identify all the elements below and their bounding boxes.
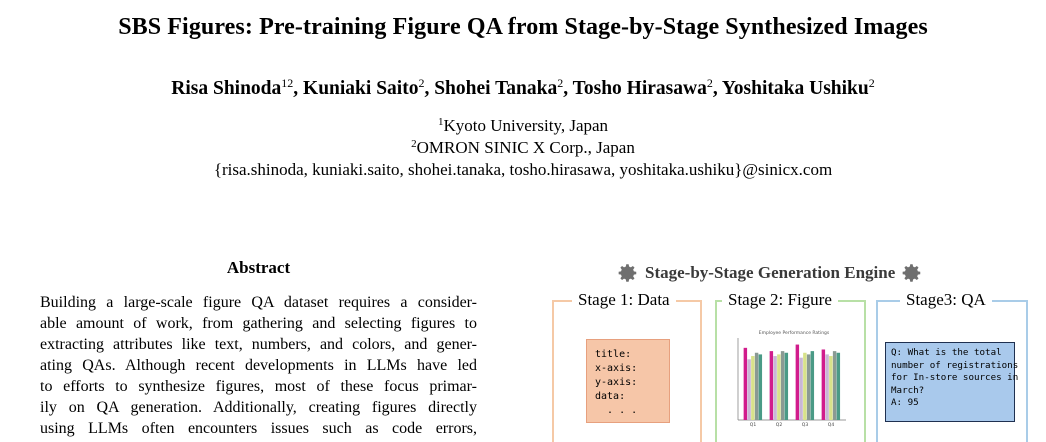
affiliation-2: 2OMRON SINIC X Corp., Japan [0,138,1046,158]
abstract-line: able amount of work, from gathering and … [40,315,477,332]
stage-3-label: Stage3: QA [900,290,992,310]
chart-bar [799,357,803,420]
engine-title: Stage-by-Stage Generation Engine [617,262,923,284]
author-list: Risa Shinoda12, Kuniaki Saito2, Shohei T… [171,76,875,99]
qa-line: for In-store sources in [891,372,1019,383]
gear-icon [618,264,637,282]
chart-bar [773,356,777,420]
chart-bar [769,351,774,420]
chart-bar [784,352,789,420]
author-name: Yoshitaka Ushiku [721,78,869,99]
affiliation-1-sup: 1 [437,116,444,128]
chart-bar [754,352,759,420]
author-affiliation-sup: 2 [706,76,713,90]
data-document-line: data: [595,391,626,402]
qa-line: number of registrations [891,359,1019,371]
qa-line: Q: What is the total [891,347,1002,358]
author-affiliation-sup: 12 [281,76,294,90]
data-document-line: y-axis: [595,377,638,388]
qa-line: A: 95 [891,397,919,408]
data-document-line: . . . [595,405,638,416]
abstract-line: using LLMs often encounters issues such … [40,420,477,437]
paper-title: SBS Figures: Pre-training Figure QA from… [118,14,928,40]
stage-1-box: Stage 1: Data [552,290,702,442]
abstract-text: Building a large-scale figure QA dataset… [40,292,477,439]
gear-icon [902,264,921,282]
chart-bar [803,352,807,420]
chart-bar [777,354,781,420]
abstract-line: to efforts to synthesize figures, most o… [40,378,477,395]
engine-title-text: Stage-by-Stage Generation Engine [645,263,896,282]
stage-2-figure: Employee Performance Ratings Q1 Q2 Q3 Q4 [737,330,846,428]
chart-bar [751,356,755,420]
abstract-heading: Abstract [226,258,291,277]
data-document-line: title: [595,349,632,360]
abstract-line: ating QAs. Although recent developments … [40,357,477,374]
chart-bar [743,347,748,420]
data-document-line: x-axis: [595,363,638,374]
stage-3-box: Stage3: QA [876,290,1028,442]
affiliation-2-text: OMRON SINIC X Corp., Japan [416,138,635,157]
chart-bar [780,351,785,420]
author-name: Kuniaki Saito [303,78,419,99]
author-affiliation-sup: 2 [557,76,564,90]
chart-x-tick-label: Q3 [802,422,809,428]
chart-bar [821,349,826,420]
abstract-line: extracting attributes like text, numbers… [40,336,477,353]
chart-bar [795,344,800,420]
chart-bar [836,352,841,420]
author-name: Risa Shinoda [171,78,282,99]
chart-bar [747,359,751,420]
chart-x-tick-label: Q2 [776,422,783,428]
affiliation-2-sup: 2 [411,138,417,150]
author-affiliation-sup: 2 [868,76,875,90]
chart-bar [758,354,763,420]
chart-bar [806,354,811,420]
affiliation-1: 1Kyoto University, Japan [0,116,1046,136]
abstract-line: ily on QA generation. Additionally, crea… [40,399,477,416]
abstract-line: Building a large-scale figure QA dataset… [40,294,477,311]
author-affiliation-sup: 2 [418,76,425,90]
author-name: Shohei Tanaka [434,78,558,99]
chart-x-tick-label: Q1 [750,422,757,428]
stage-2-box: Stage 2: Figure [715,290,866,442]
chart-bar [825,354,829,420]
author-name: Tosho Hirasawa [572,78,707,99]
chart-bar [829,356,833,420]
author-emails: {risa.shinoda, kuniaki.saito, shohei.tan… [213,160,833,179]
figure-title: Employee Performance Ratings [759,330,830,336]
stage-2-label: Stage 2: Figure [722,290,838,310]
chart-x-tick-label: Q4 [828,422,835,428]
stage-1-label: Stage 1: Data [572,290,676,310]
qa-line: March? [891,384,925,396]
chart-bar [810,351,815,420]
chart-bar [832,351,837,420]
data-document: title: x-axis: y-axis: data: . . . [586,339,670,423]
affiliation-1-text: Kyoto University, Japan [443,116,609,135]
